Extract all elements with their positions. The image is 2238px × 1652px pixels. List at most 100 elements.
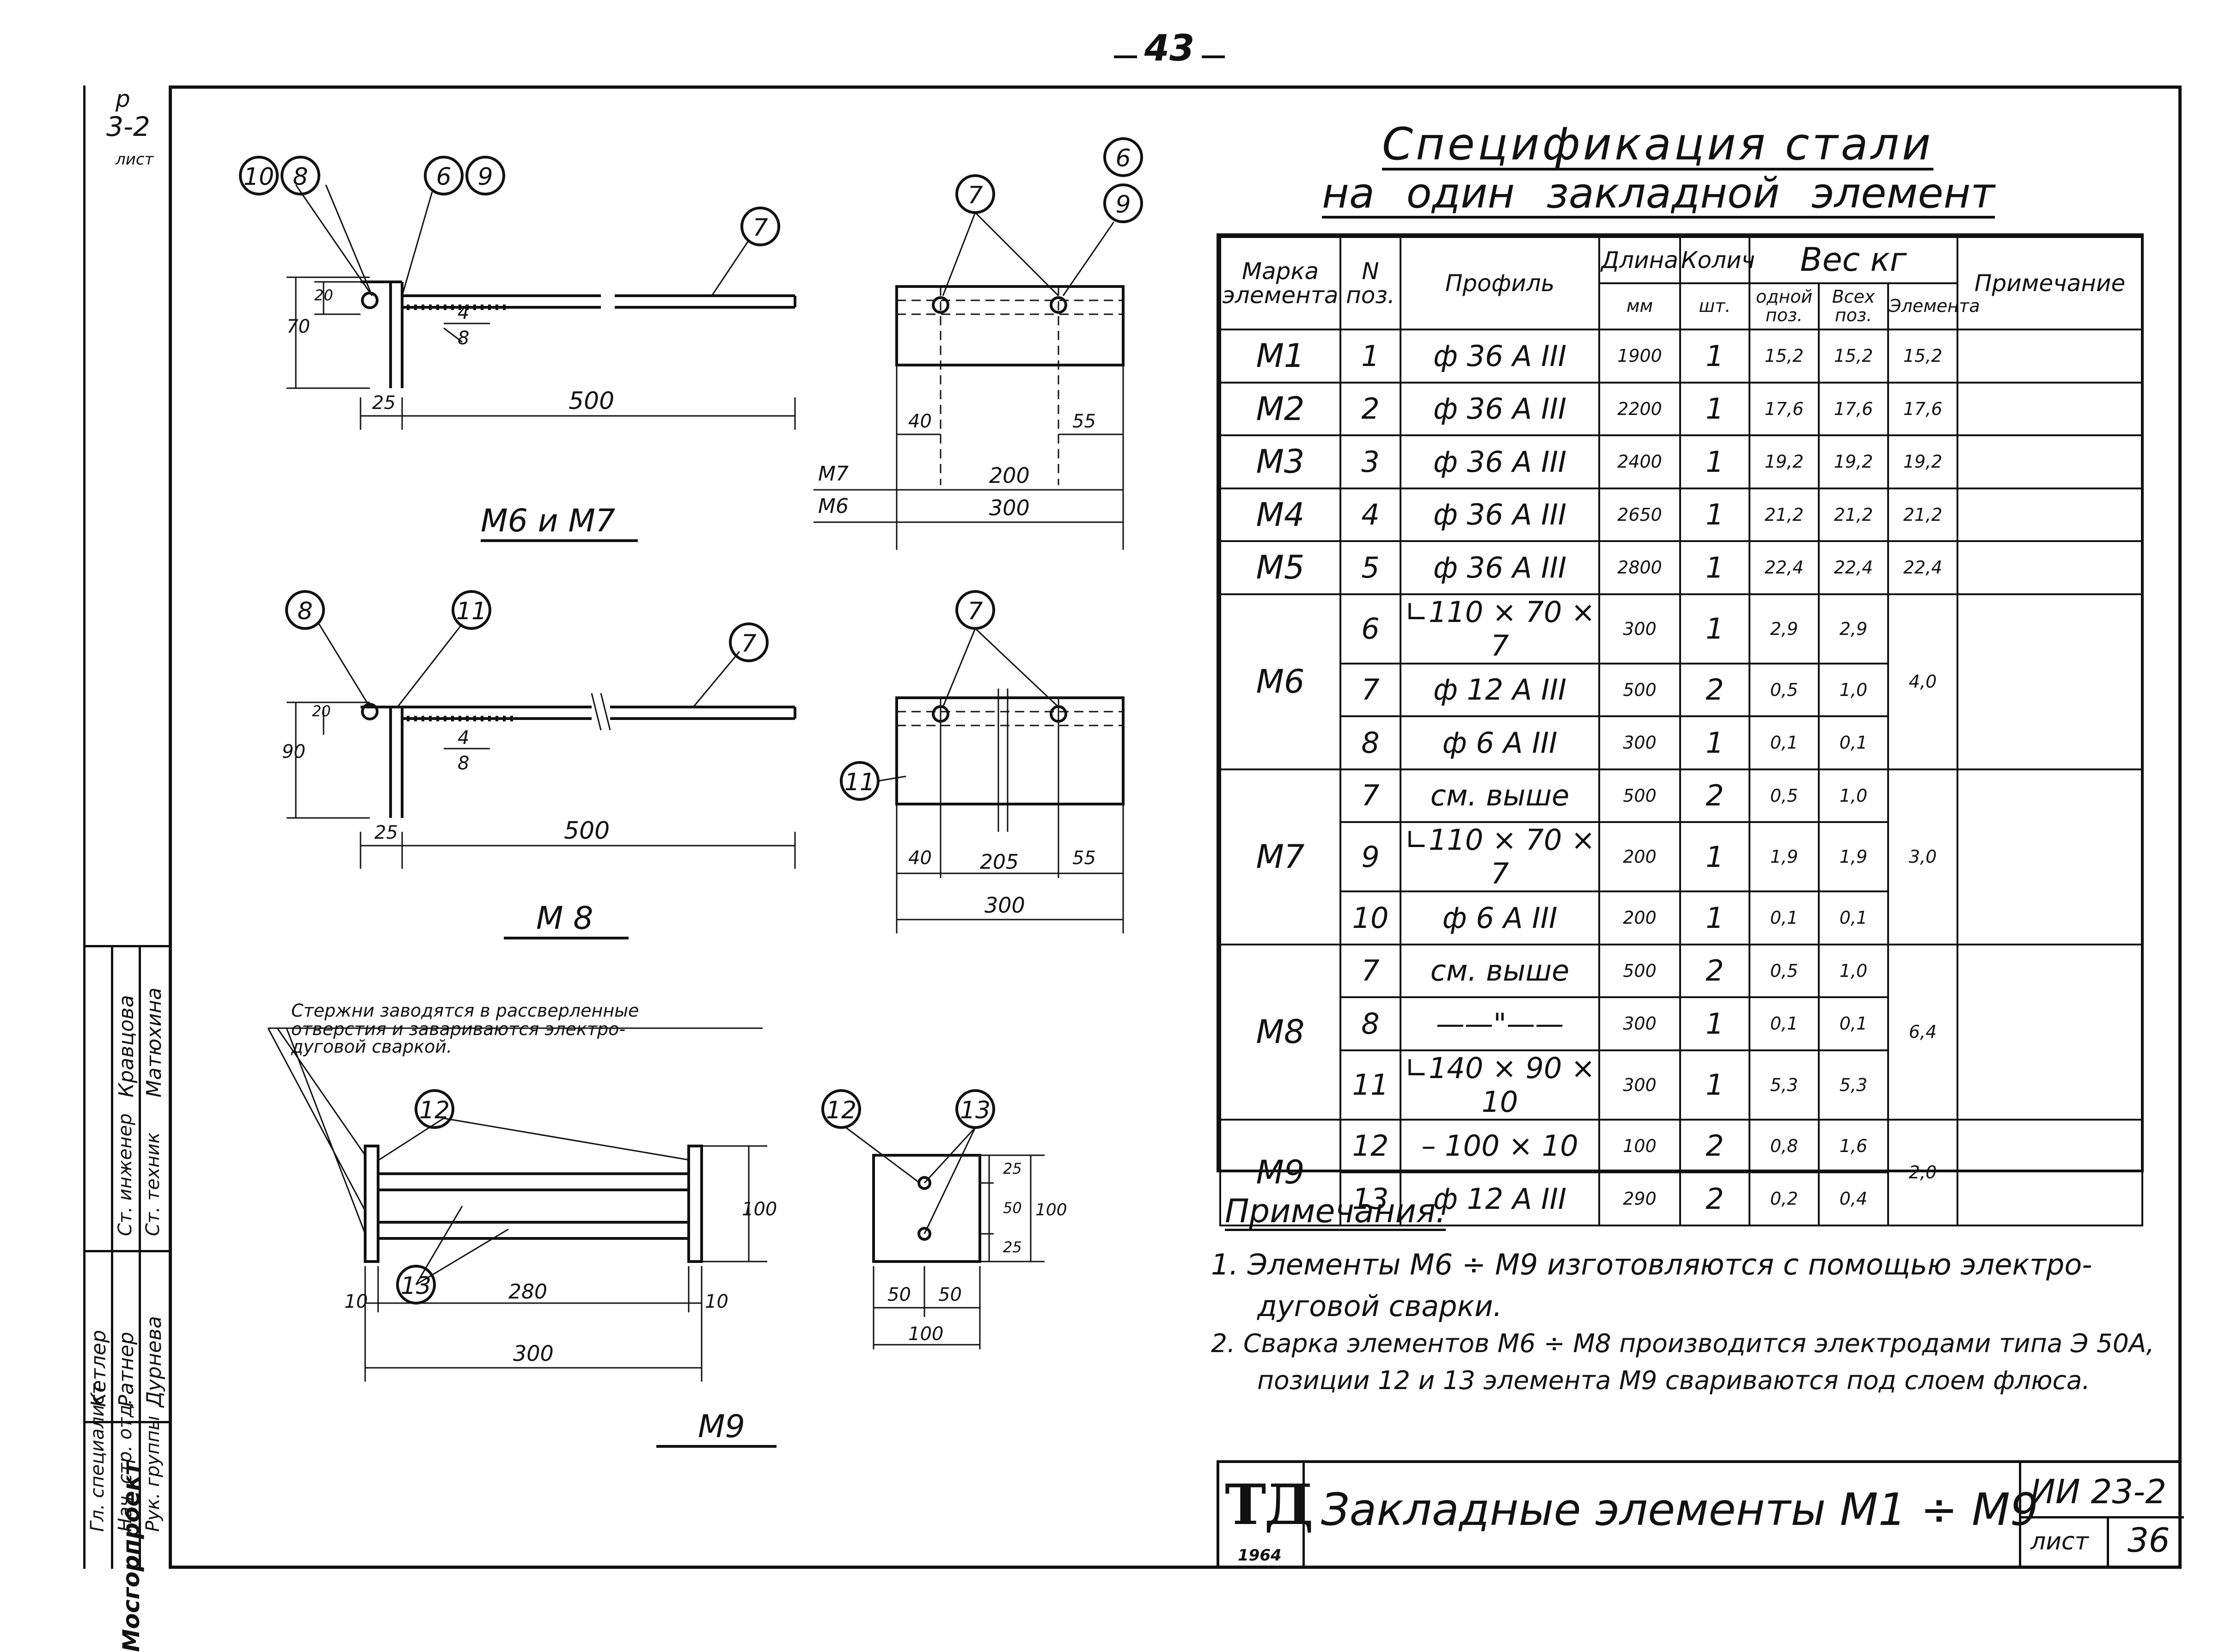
cell-pos: 5 bbox=[1339, 540, 1401, 595]
m6m7side-m6-len: 300 bbox=[989, 495, 1030, 520]
cell-qty: 2 bbox=[1679, 768, 1750, 823]
cell-w-all: 1,0 bbox=[1818, 662, 1889, 717]
cell-pos: 8 bbox=[1339, 715, 1401, 770]
page-number-dash-right bbox=[1202, 55, 1225, 58]
cell-w-all: 19,2 bbox=[1818, 434, 1889, 489]
cell-qty: 1 bbox=[1679, 715, 1750, 770]
m6m7side-callout-6: 6 bbox=[1115, 145, 1131, 172]
cell-length: 500 bbox=[1598, 662, 1681, 717]
m6m7-dim-h: 70 bbox=[287, 316, 310, 337]
cell-profile: ∟140 × 90 × 10 bbox=[1400, 1049, 1600, 1121]
col-weight: Вес кг bbox=[1749, 236, 1958, 284]
cell-profile: ф 36 А III bbox=[1400, 540, 1600, 595]
m6m7-callout-8: 8 bbox=[293, 163, 308, 191]
m8side-dim-mid: 205 bbox=[980, 850, 1019, 874]
cell-w-all: 22,4 bbox=[1818, 540, 1889, 595]
cell-w-one: 21,2 bbox=[1749, 487, 1820, 542]
cell-w-all: 0,4 bbox=[1818, 1171, 1889, 1226]
m6m7-dim-h2: 20 bbox=[314, 287, 333, 304]
cell-pos: 8 bbox=[1339, 996, 1401, 1051]
m9-note-line3: дуговой сваркой. bbox=[291, 1036, 452, 1057]
m6m7-title: М6 и М7 bbox=[481, 503, 615, 539]
m9side-dim-h: 100 bbox=[1035, 1201, 1067, 1219]
cell-w-elem: 17,6 bbox=[1887, 381, 1958, 436]
m9-dim-right: 10 bbox=[705, 1291, 728, 1312]
m6m7-callout-9: 9 bbox=[477, 163, 493, 191]
cell-pos: 4 bbox=[1339, 487, 1401, 542]
sidebar-corner-1: р bbox=[116, 85, 130, 112]
cell-w-one: 19,2 bbox=[1749, 434, 1820, 489]
m9side-dim-w2: 50 bbox=[938, 1284, 962, 1305]
cell-profile: ф 6 А III bbox=[1400, 890, 1600, 945]
cell-w-one: 22,4 bbox=[1749, 540, 1820, 595]
cell-length: 1900 bbox=[1598, 329, 1681, 384]
sidebar-hline-2 bbox=[83, 1250, 169, 1252]
cell-pos: 10 bbox=[1339, 890, 1401, 945]
cell-qty: 2 bbox=[1679, 943, 1750, 998]
cell-w-one: 17,6 bbox=[1749, 381, 1820, 436]
cell-mark: М6 bbox=[1219, 593, 1341, 770]
m6m7-callout-6: 6 bbox=[436, 163, 451, 191]
m9-side-section bbox=[821, 1089, 1045, 1349]
m9-note-line2: отверстия и заваривают­ся электро- bbox=[291, 1019, 625, 1039]
cell-qty: 1 bbox=[1679, 381, 1750, 436]
cell-w-all: 15,2 bbox=[1818, 329, 1889, 384]
cell-w-elem: 19,2 bbox=[1887, 434, 1958, 489]
note-line-3: 2. Сварка элементов М6 ÷ М8 производится… bbox=[1211, 1329, 2154, 1358]
cell-pos: 7 bbox=[1339, 662, 1401, 717]
m9side-dim-w: 100 bbox=[908, 1323, 943, 1345]
col-length: Длина bbox=[1598, 236, 1681, 284]
cell-qty: 1 bbox=[1679, 996, 1750, 1051]
m6m7-dim-gap: 25 bbox=[372, 392, 396, 414]
m6m7-callout-10: 10 bbox=[244, 163, 274, 191]
cell-note bbox=[1957, 434, 2143, 489]
m6-m7-side-section bbox=[813, 137, 1143, 550]
cell-pos: 1 bbox=[1339, 329, 1401, 384]
cell-profile: ∟110 × 70 × 7 bbox=[1400, 593, 1600, 664]
logo-year: 1964 bbox=[1238, 1546, 1282, 1565]
page-number: 43 bbox=[1144, 28, 1195, 69]
cell-w-all: 0,1 bbox=[1818, 715, 1889, 770]
m9side-dim-a: 25 bbox=[1003, 1160, 1022, 1177]
m6m7-callout-7: 7 bbox=[752, 214, 768, 242]
m9-title: М9 bbox=[698, 1408, 745, 1445]
cell-profile: ∟110 × 70 × 7 bbox=[1400, 821, 1600, 892]
col-mark: Марка элемента bbox=[1219, 236, 1341, 330]
cell-qty: 2 bbox=[1679, 1171, 1750, 1226]
cell-mark: М7 bbox=[1219, 768, 1341, 945]
cell-length: 2800 bbox=[1598, 540, 1681, 595]
m8-dim-len: 500 bbox=[564, 817, 610, 845]
note-line-4: позиции 12 и 13 элемента М9 свариваются … bbox=[1257, 1365, 2090, 1395]
sidebar-hline-3 bbox=[83, 1421, 169, 1423]
cell-w-all: 0,1 bbox=[1818, 996, 1889, 1051]
cell-profile: ф 36 А III bbox=[1400, 329, 1600, 384]
series-code: ИИ 23-2 bbox=[2030, 1472, 2167, 1511]
cell-w-one: 15,2 bbox=[1749, 329, 1820, 384]
m8-weld-bot: 8 bbox=[458, 753, 469, 774]
m9side-dim-b: 50 bbox=[1003, 1199, 1022, 1217]
cell-note bbox=[1957, 768, 2143, 945]
m9-dim-h: 100 bbox=[742, 1199, 777, 1220]
cell-w-one: 0,1 bbox=[1749, 890, 1820, 945]
m6m7side-m7-label: М7 bbox=[818, 462, 849, 486]
cell-note bbox=[1957, 943, 2143, 1121]
cell-length: 2200 bbox=[1598, 381, 1681, 436]
cell-w-all: 17,6 bbox=[1818, 381, 1889, 436]
m9-section bbox=[267, 1027, 767, 1382]
cell-profile: ——"—— bbox=[1400, 996, 1600, 1051]
cell-length: 500 bbox=[1598, 768, 1681, 823]
cell-w-all: 1,6 bbox=[1818, 1118, 1889, 1173]
m9-dim-total: 300 bbox=[513, 1341, 554, 1366]
m8-weld-top: 4 bbox=[458, 727, 469, 749]
